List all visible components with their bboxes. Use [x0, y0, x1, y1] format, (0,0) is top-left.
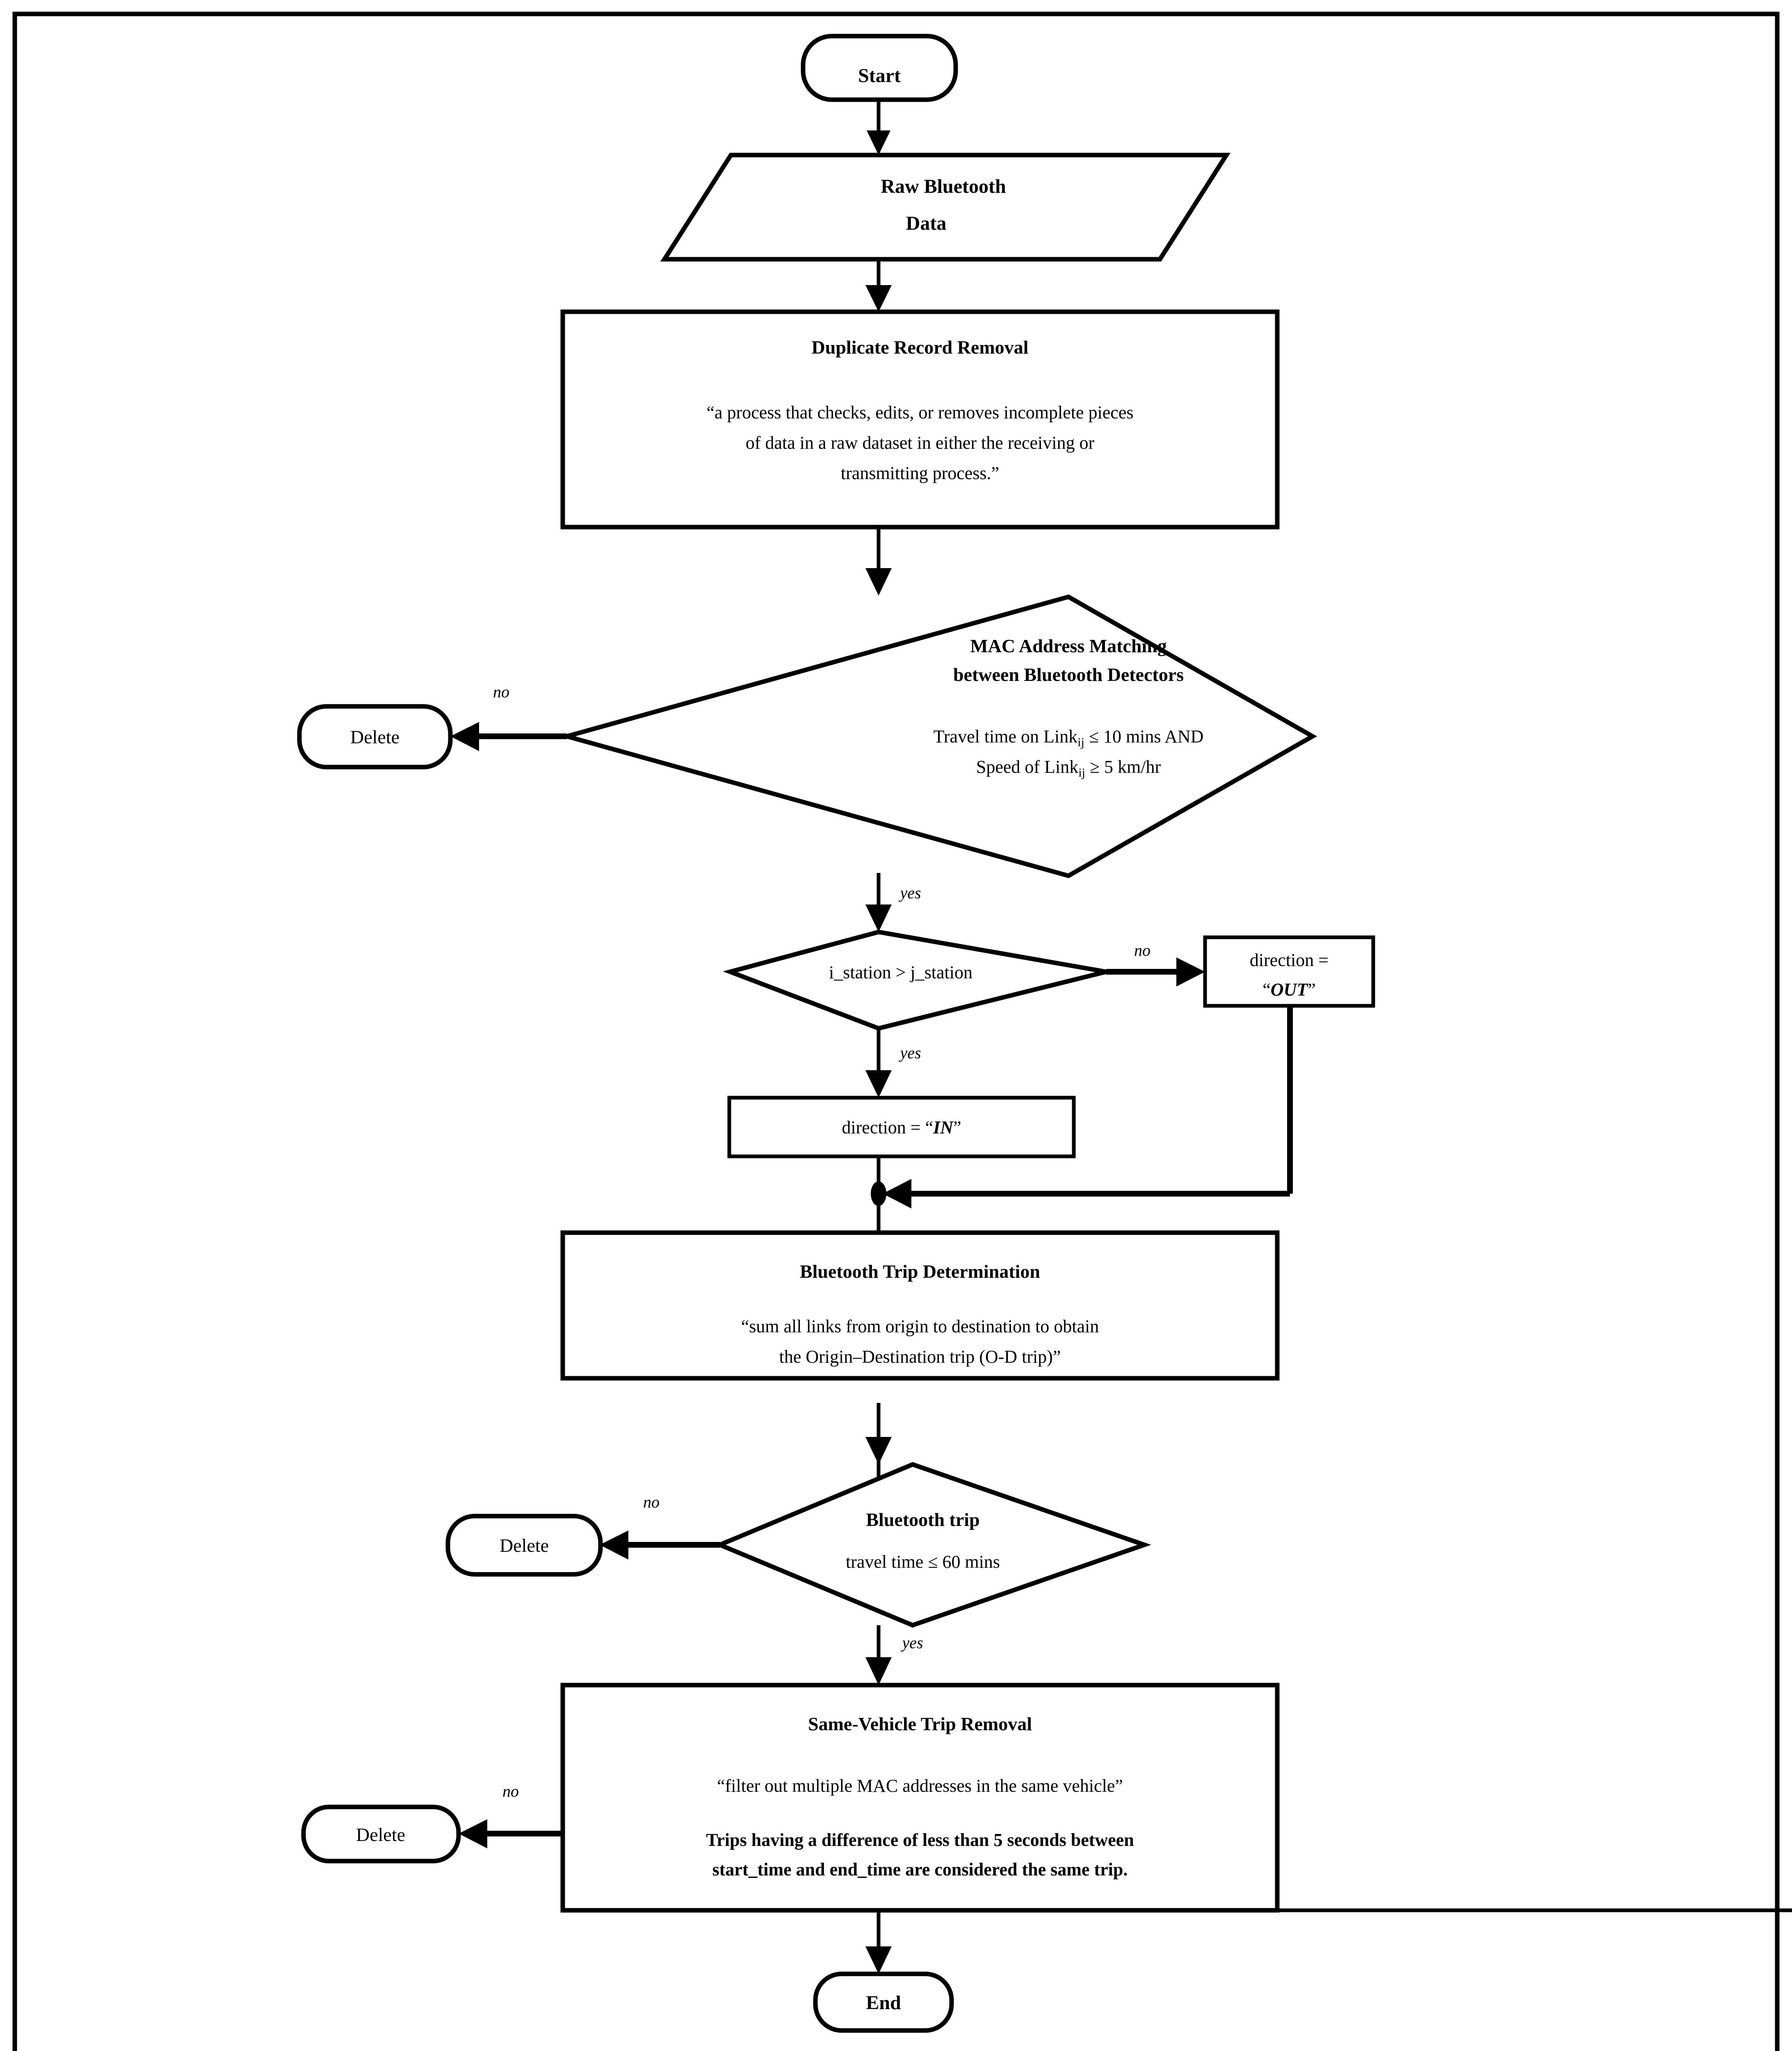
node-raw-data-line2: Data [906, 212, 947, 234]
node-trip-determination-title: Bluetooth Trip Determination [800, 1261, 1040, 1282]
node-direction-in[interactable]: direction = “IN” [727, 1096, 1076, 1158]
node-station-compare-label: i_station > j_station [829, 962, 972, 982]
edge-same-vehicle-no-to-delete-3 [459, 1819, 571, 1848]
node-same-vehicle-body-1: “filter out multiple MAC addresses in th… [717, 1776, 1123, 1796]
node-same-vehicle-title: Same-Vehicle Trip Removal [808, 1713, 1032, 1734]
edge-direction-out-to-merge [883, 1006, 1293, 1208]
node-direction-out[interactable]: direction = “OUT” [1203, 935, 1375, 1008]
edge-label-station-no: no [1134, 941, 1151, 959]
node-end-label: End [866, 1992, 901, 2014]
node-direction-out-line1: direction = [1250, 950, 1329, 970]
edge-label-trip-no: no [643, 1493, 660, 1511]
node-delete-1-label: Delete [350, 726, 399, 747]
node-start-label: Start [858, 65, 901, 87]
node-station-compare[interactable]: i_station > j_station [723, 930, 1107, 1031]
node-start[interactable]: Start [801, 34, 958, 102]
edge-mac-yes-to-station-compare [865, 873, 892, 932]
node-trip-determination[interactable]: Bluetooth Trip Determination “sum all li… [560, 1230, 1280, 1381]
edge-label-mac-no: no [493, 683, 509, 701]
node-mac-matching[interactable]: MAC Address Matching between Bluetooth D… [558, 594, 1317, 878]
node-mac-matching-cond-1: Travel time on Linkij ≤ 10 mins AND [934, 726, 1204, 749]
node-trip-determination-body-1: “sum all links from origin to destinatio… [741, 1316, 1099, 1336]
node-end[interactable]: End [813, 1971, 954, 2033]
node-duplicate-removal-body-2: of data in a raw dataset in either the r… [746, 433, 1095, 453]
node-direction-out-line2: “OUT” [1262, 980, 1316, 1000]
node-duplicate-removal-body-3: transmitting process.” [841, 463, 999, 483]
node-trip-determination-body-2: the Origin–Destination trip (O-D trip)” [779, 1347, 1061, 1367]
edge-station-no-to-direction-out [1106, 957, 1205, 987]
node-delete-3-label: Delete [356, 1824, 405, 1845]
node-delete-1[interactable]: Delete [297, 704, 453, 770]
node-mac-matching-title-2: between Bluetooth Detectors [953, 664, 1184, 685]
node-same-vehicle-removal[interactable]: Same-Vehicle Trip Removal “filter out mu… [560, 1683, 1280, 1913]
edge-trip-yes-to-same-vehicle [865, 1625, 892, 1685]
edge-same-vehicle-to-end [865, 1908, 1792, 1974]
node-direction-in-label: direction = “IN” [842, 1117, 961, 1137]
edge-label-mac-yes: yes [898, 884, 921, 902]
node-raw-data-line1: Raw Bluetooth [881, 176, 1006, 197]
node-delete-2[interactable]: Delete [445, 1514, 603, 1577]
edge-mac-no-to-delete-1 [450, 722, 567, 751]
edge-label-same-vehicle-no: no [502, 1782, 519, 1800]
node-raw-data[interactable]: Raw Bluetooth Data [660, 153, 1231, 262]
node-mac-matching-title-1: MAC Address Matching [970, 635, 1167, 656]
node-same-vehicle-bold-2: start_time and end_time are considered t… [712, 1859, 1128, 1880]
node-same-vehicle-bold-1: Trips having a difference of less than 5… [706, 1830, 1134, 1850]
page-border [12, 11, 1780, 2051]
node-trip-time-check[interactable]: Bluetooth trip travel time ≤ 60 mins [714, 1462, 1151, 1628]
edge-label-trip-yes: yes [900, 1633, 923, 1652]
node-duplicate-removal-body-1: “a process that checks, edits, or remove… [707, 402, 1134, 423]
node-delete-2-label: Delete [500, 1535, 549, 1556]
node-mac-matching-cond-2: Speed of Linkij ≥ 5 km/hr [976, 757, 1161, 779]
node-trip-time-check-cond: travel time ≤ 60 mins [846, 1552, 1000, 1572]
edge-raw-data-to-duplicate-removal [865, 259, 892, 312]
edge-start-to-raw-data [867, 100, 890, 155]
edge-trip-no-to-delete-2 [600, 1530, 720, 1560]
node-trip-time-check-title: Bluetooth trip [866, 1509, 979, 1530]
node-duplicate-removal-title: Duplicate Record Removal [812, 337, 1029, 358]
node-duplicate-removal[interactable]: Duplicate Record Removal “a process that… [560, 309, 1280, 530]
edge-station-yes-to-direction-in [865, 1028, 892, 1098]
edge-duplicate-removal-to-mac-matching [865, 527, 892, 596]
node-delete-3[interactable]: Delete [301, 1804, 461, 1864]
edge-label-station-yes: yes [898, 1044, 921, 1062]
